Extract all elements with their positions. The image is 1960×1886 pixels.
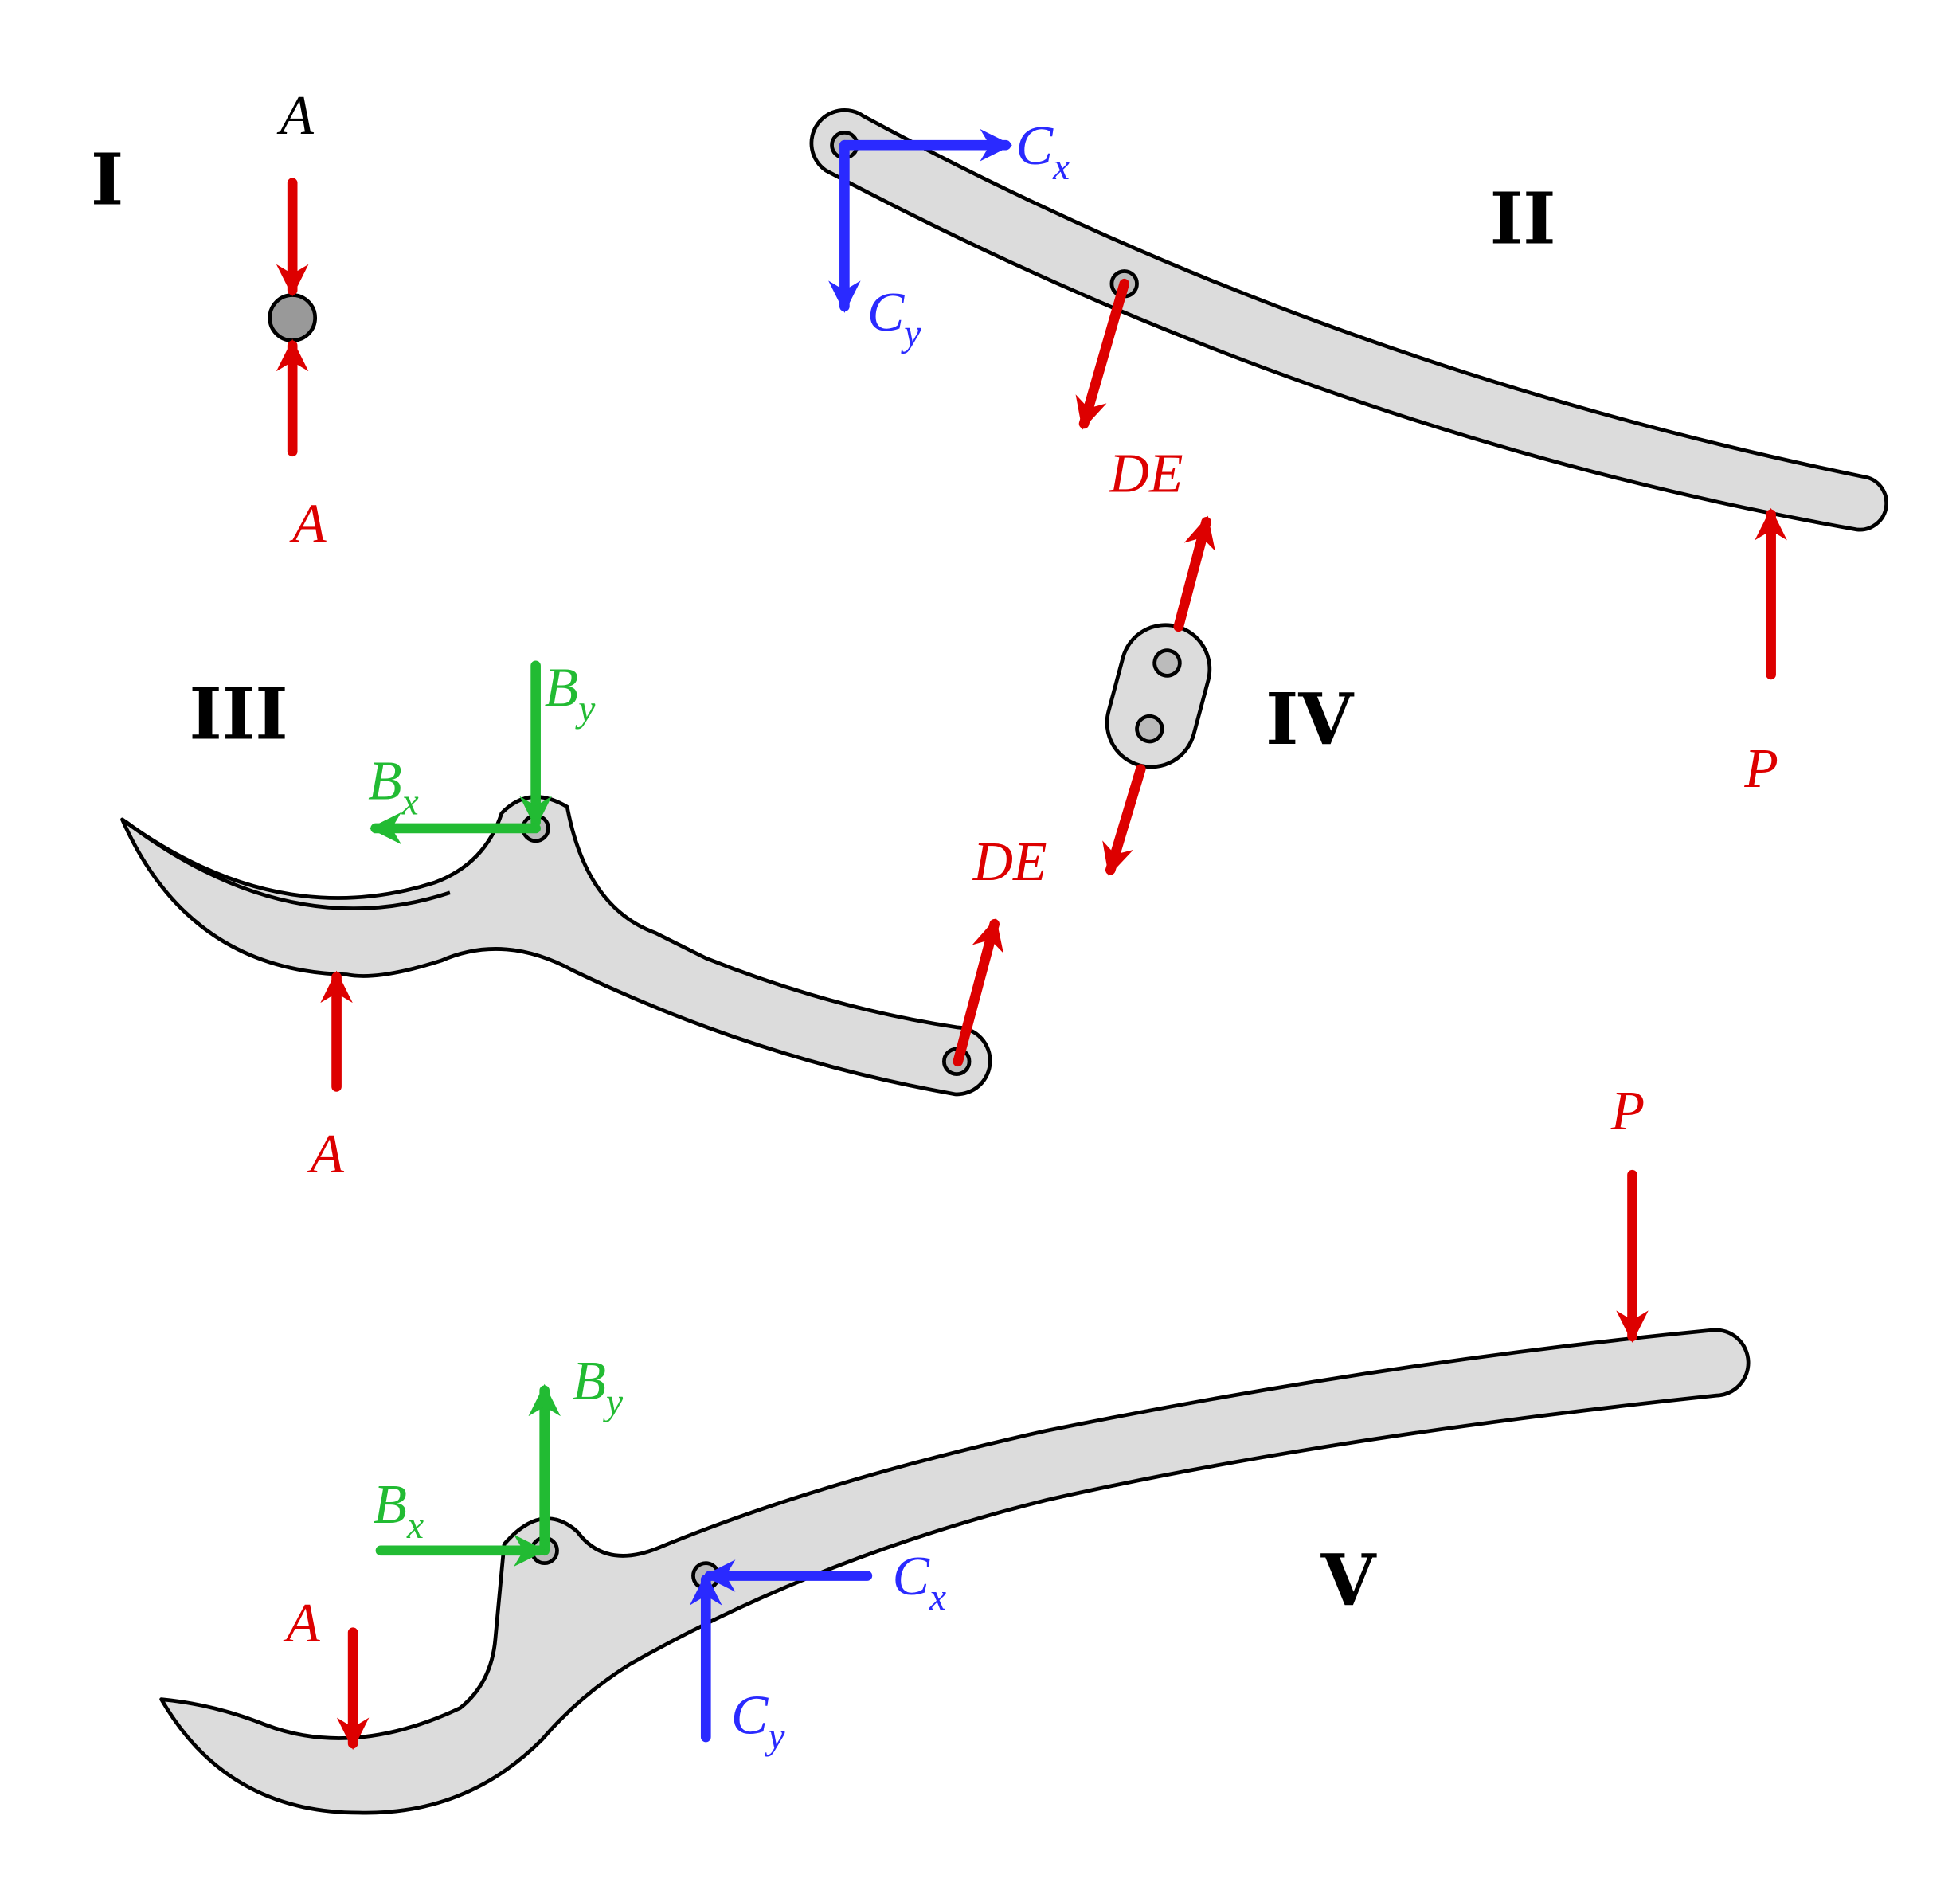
pin-a-body <box>268 293 318 342</box>
part-label-i: I <box>91 139 123 221</box>
part-iv: DE IV <box>972 515 1354 893</box>
part-ii: Cx Cy DE P II <box>809 108 1889 800</box>
force-label-cy: Cy <box>867 282 921 354</box>
force-arrow-de <box>1075 278 1130 430</box>
force-label-cy-handle: Cy <box>731 1684 785 1757</box>
force-label-a-jaw: A <box>307 1124 344 1185</box>
part-label-ii: II <box>1490 178 1556 260</box>
blade-edge <box>124 820 451 910</box>
part-i: I A A <box>91 85 327 555</box>
part-label-iii: III <box>189 673 288 756</box>
force-label-bx-handle: Bx <box>373 1474 424 1547</box>
force-label-a-bottom: A <box>289 494 327 555</box>
force-arrow-de-link-up <box>1173 515 1215 632</box>
force-label-cx-handle: Cx <box>893 1546 947 1618</box>
force-label-by-handle: By <box>573 1351 624 1423</box>
force-label-p-bottom: P <box>1743 738 1778 800</box>
force-label-de-top: DE <box>1109 443 1183 504</box>
part-label-iv: IV <box>1266 678 1354 761</box>
pin-d-link <box>1135 714 1164 744</box>
part-iii: By Bx A III <box>120 657 1003 1185</box>
force-label-bx-jaw: Bx <box>368 751 419 824</box>
lower-jaw <box>120 795 992 1097</box>
pin-e <box>1152 648 1182 678</box>
link-de <box>1105 623 1212 769</box>
part-v: P A By Bx Cx Cy V <box>159 1081 1751 1815</box>
part-label-v: V <box>1320 1539 1377 1622</box>
upper-handle <box>809 108 1889 532</box>
force-arrow-de-jaw <box>953 918 1003 1067</box>
force-label-p-top: P <box>1610 1081 1645 1142</box>
force-label-a-handle: A <box>283 1593 320 1654</box>
force-label-cx: Cx <box>1016 115 1070 188</box>
whole-pruner-handle <box>159 1328 1751 1815</box>
force-label-a-top: A <box>276 85 314 147</box>
force-arrow-de-link-down <box>1102 764 1146 876</box>
force-label-by-jaw: By <box>545 657 597 730</box>
force-label-de-bottom: DE <box>972 831 1047 893</box>
